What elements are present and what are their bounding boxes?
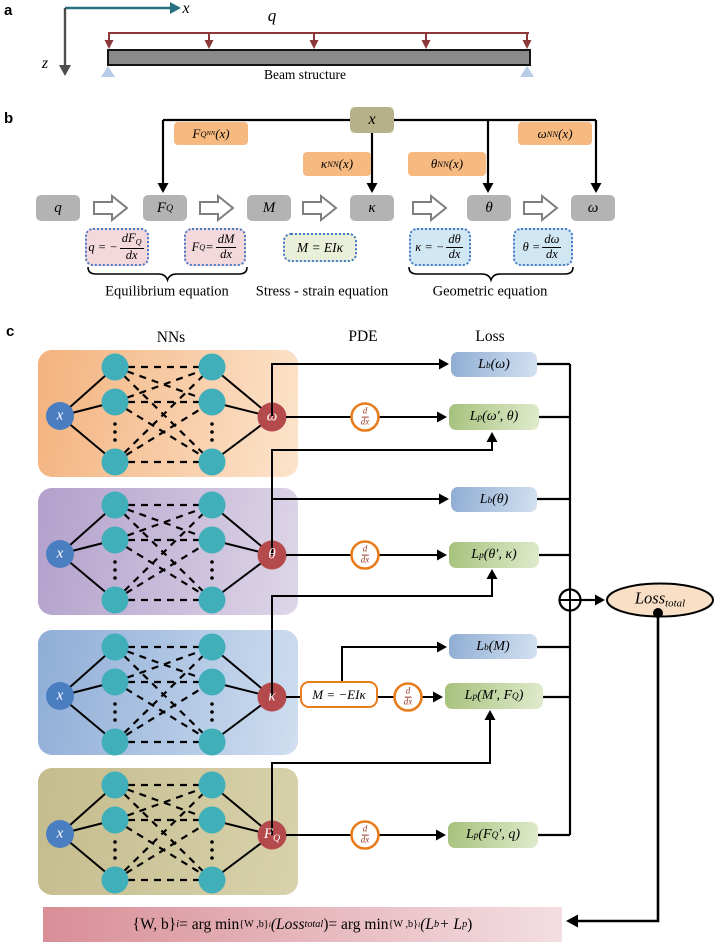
hidden-node <box>101 586 129 614</box>
hidden-node <box>101 633 129 661</box>
hidden-node <box>101 448 129 476</box>
hidden-node <box>198 586 226 614</box>
hidden-node <box>101 353 129 381</box>
equation-stress-strain: M = EIκ <box>283 233 357 262</box>
hidden-node <box>198 771 226 799</box>
input-node <box>46 540 74 568</box>
output-node-label-fq: FQ <box>263 825 281 845</box>
group-label-geometric: Geometric equation <box>432 283 548 300</box>
beam-rect <box>107 49 531 66</box>
loss-total-label: Losstotal <box>634 588 686 610</box>
hidden-node <box>198 491 226 519</box>
hidden-node <box>198 633 226 661</box>
input-node <box>46 402 74 430</box>
flow-box-m: M <box>247 195 291 221</box>
input-node <box>46 820 74 848</box>
x-axis-label: x <box>182 0 190 17</box>
hidden-node <box>101 728 129 756</box>
block-arrow <box>412 193 448 223</box>
support-triangle <box>101 66 115 77</box>
input-node-label: x <box>56 825 64 842</box>
brace-geometric <box>408 266 574 283</box>
hidden-node <box>198 668 226 696</box>
beam-caption: Beam structure <box>263 67 347 82</box>
block-arrow <box>93 193 129 223</box>
optimization-equation: {W, b}i = arg min {W ,b}i(Loss total ) =… <box>43 907 562 942</box>
hidden-node <box>198 448 226 476</box>
panel-b-label: b <box>4 110 14 127</box>
flow-box-theta: θ <box>467 195 511 221</box>
group-label-stress-strain: Stress - strain equation <box>255 283 389 300</box>
load-label: q <box>267 6 277 25</box>
block-arrow <box>199 193 235 223</box>
hidden-node <box>198 866 226 894</box>
hidden-node <box>101 668 129 696</box>
moment-equation-box: M = −EIκ <box>300 681 378 708</box>
hidden-node <box>198 526 226 554</box>
block-arrow <box>302 193 338 223</box>
input-node-label: x <box>56 687 64 704</box>
header-nns: NNs <box>156 329 186 346</box>
block-arrow <box>523 193 559 223</box>
support-triangle <box>520 66 534 77</box>
z-axis-label: z <box>41 55 49 72</box>
hidden-node <box>101 771 129 799</box>
header-pde: PDE <box>348 328 378 345</box>
flow-box-q: q <box>36 195 80 221</box>
hidden-node <box>101 526 129 554</box>
flow-box-omega: ω <box>571 195 615 221</box>
output-node-label-theta: θ <box>268 546 276 563</box>
input-x-box: x <box>350 107 394 133</box>
input-node <box>46 682 74 710</box>
hidden-node <box>101 388 129 416</box>
input-node-label: x <box>56 545 64 562</box>
brace-equilibrium <box>87 266 248 283</box>
panel-a-label: a <box>4 2 13 19</box>
hidden-node <box>101 806 129 834</box>
hidden-node <box>198 388 226 416</box>
hidden-node <box>198 728 226 756</box>
hidden-node <box>198 806 226 834</box>
panel-c-label: c <box>6 323 15 340</box>
flow-box-kappa: κ <box>350 195 394 221</box>
header-loss: Loss <box>475 328 505 345</box>
input-node-label: x <box>56 407 64 424</box>
output-node-label-omega: ω <box>266 408 278 425</box>
hidden-node <box>101 866 129 894</box>
output-node-label-kappa: κ <box>268 688 276 705</box>
hidden-node <box>101 491 129 519</box>
hidden-node <box>198 353 226 381</box>
group-label-equilibrium: Equilibrium equation <box>105 283 229 300</box>
